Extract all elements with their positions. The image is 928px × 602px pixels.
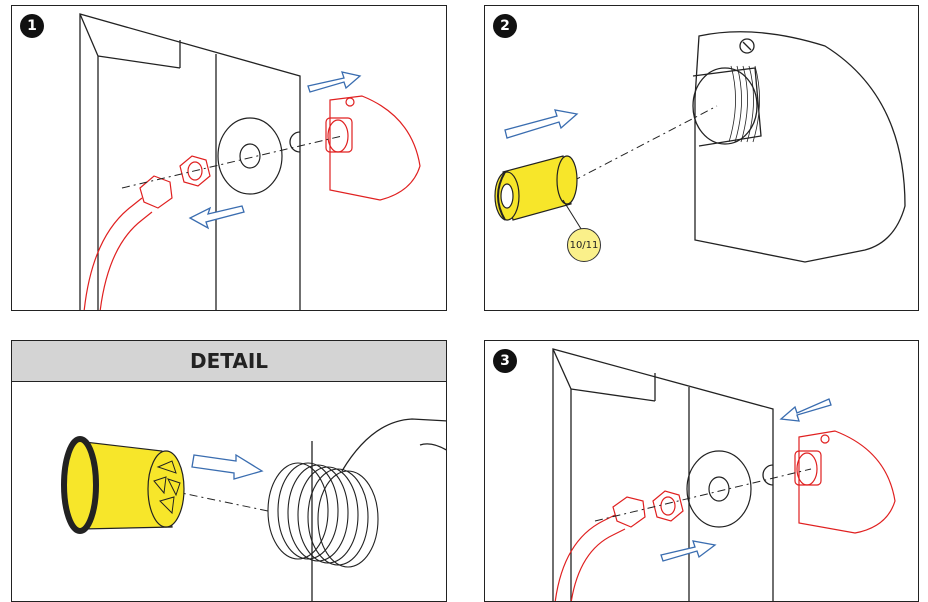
step-1-panel: 1 [11,5,447,311]
wall-panel-icon [552,348,774,601]
step-badge: 2 [493,14,517,38]
washer-icon [686,450,752,528]
washer-icon [217,117,283,195]
step-3-illustration [552,348,896,601]
hex-nut-icon [179,155,211,187]
detail-panel: DETAIL [11,340,447,602]
detail-title: DETAIL [12,341,446,382]
hose-icon [554,496,646,601]
arrow-icon [188,71,362,230]
elbow-fitting-icon [794,430,896,534]
step-2-illustration [494,31,906,263]
step-badge: 3 [493,349,517,373]
elbow-fitting-icon [267,418,446,601]
hex-nut-icon [652,490,684,522]
arrow-icon [191,453,264,480]
filter-icon [61,436,185,534]
step-3-panel: 3 [484,340,919,602]
arrow-icon [504,109,579,139]
filter-icon [494,155,578,221]
step-2-panel: 2 10/11 [484,5,919,311]
arrow-icon [660,398,832,562]
wall-panel-icon [79,13,301,310]
step-1-illustration [79,13,421,310]
hose-icon [83,175,173,310]
part-number-callout: 10/11 [567,228,601,262]
step-badge: 1 [20,14,44,38]
elbow-fitting-icon [692,31,906,263]
detail-illustration [61,418,446,601]
elbow-fitting-icon [325,95,421,201]
